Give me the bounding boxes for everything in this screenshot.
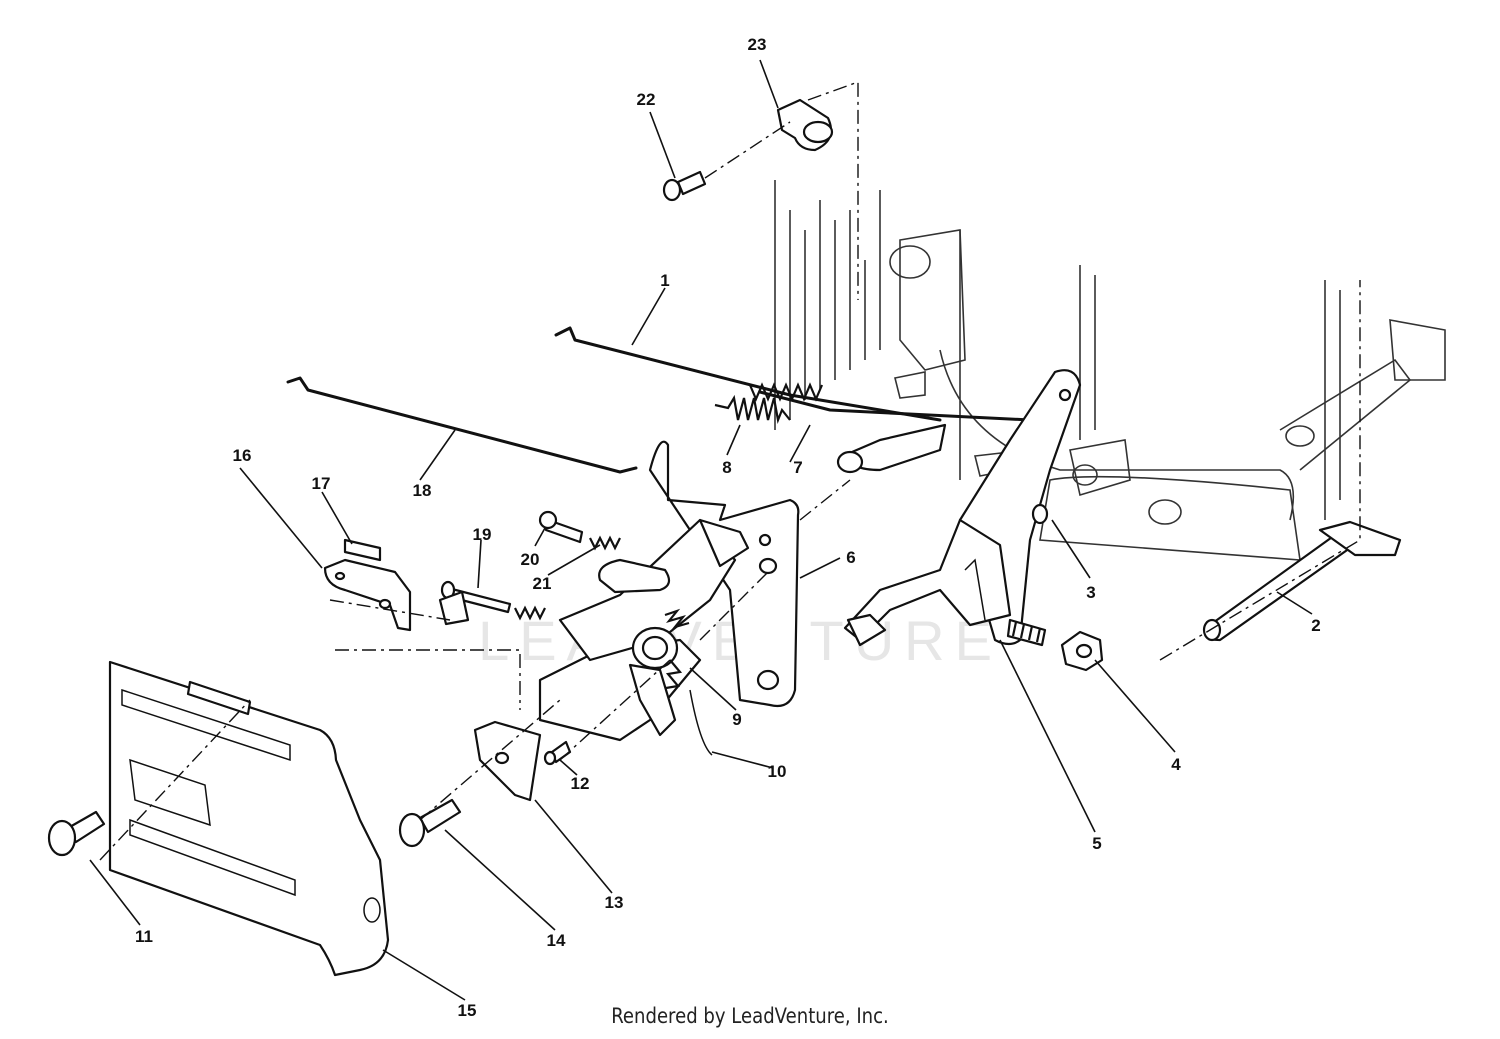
callout-15: 15	[458, 1001, 477, 1020]
callout-8: 8	[722, 458, 731, 477]
callout-11: 11	[135, 927, 153, 946]
spring-on-rod	[748, 382, 824, 402]
control-lever-assembly	[538, 518, 750, 756]
throttle-lever-part-5	[843, 369, 1082, 647]
leader-lines	[89, 59, 1313, 1001]
engine-block-outline	[774, 180, 1446, 561]
stud-on-lever	[1006, 618, 1047, 647]
nut-part-4	[1060, 630, 1104, 672]
rendered-by-credit: Rendered by LeadVenture, Inc.	[611, 1004, 889, 1028]
bolt-part-11	[47, 810, 106, 857]
spring-part-8	[714, 394, 791, 424]
callout-13: 13	[605, 893, 624, 912]
callout-14: 14	[547, 931, 566, 950]
screw-part-12	[543, 740, 572, 766]
callout-1: 1	[660, 271, 669, 290]
callout-5: 5	[1092, 834, 1101, 853]
callout-10: 10	[768, 762, 787, 781]
spring-part-19-set	[514, 605, 546, 621]
callout-23: 23	[748, 35, 767, 54]
choke-rod-part-18	[286, 376, 638, 474]
ring-part-3	[1031, 503, 1049, 525]
callout-7: 7	[793, 458, 802, 477]
callout-21: 21	[533, 574, 552, 593]
governor-rod-part-1	[554, 326, 942, 422]
callout-22: 22	[637, 90, 656, 109]
bracket-part-13	[473, 720, 542, 802]
callout-17: 17	[312, 474, 331, 493]
callout-20: 20	[521, 550, 540, 569]
callout-16: 16	[233, 446, 252, 465]
callout-9: 9	[732, 710, 741, 729]
tab-part-17	[438, 590, 470, 626]
lever-part-2	[1202, 520, 1402, 642]
callout-18: 18	[413, 481, 432, 500]
clamp-part-23	[776, 98, 834, 152]
callout-19: 19	[473, 525, 492, 544]
screw-part-20	[538, 510, 584, 544]
cover-plate-part-15	[108, 660, 390, 977]
screw-part-22	[662, 170, 707, 202]
callouts: 1 2 3 4 5 6 7 8 9 10 11 12 13 14 15 16 1…	[135, 35, 1321, 1020]
bushing	[836, 423, 947, 474]
spring-part-21	[589, 535, 621, 551]
callout-3: 3	[1086, 583, 1095, 602]
callout-6: 6	[846, 548, 855, 567]
callout-12: 12	[571, 774, 590, 793]
callout-4: 4	[1171, 755, 1181, 774]
bolt-part-14	[398, 798, 462, 848]
choke-plate-part-16	[323, 538, 412, 632]
callout-2: 2	[1311, 616, 1320, 635]
